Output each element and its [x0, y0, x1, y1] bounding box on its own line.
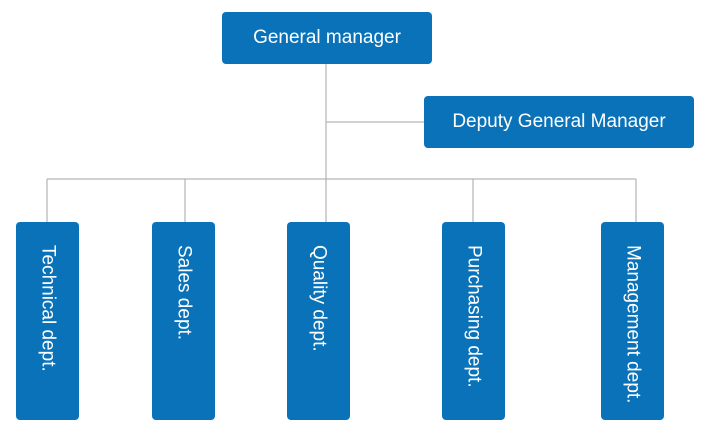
general-manager-box: General manager — [222, 12, 432, 64]
management-dept-box: Management dept. — [601, 222, 664, 420]
deputy-general-manager-box: Deputy General Manager — [424, 96, 694, 148]
quality-dept-label: Quality dept. — [308, 245, 330, 352]
quality-dept-box: Quality dept. — [287, 222, 350, 420]
technical-dept-box: Technical dept. — [16, 222, 79, 420]
purchasing-dept-label: Purchasing dept. — [463, 245, 485, 388]
technical-dept-label: Technical dept. — [37, 245, 59, 372]
general-manager-label: General manager — [253, 27, 401, 48]
sales-dept-box: Sales dept. — [152, 222, 215, 420]
sales-dept-label: Sales dept. — [173, 245, 195, 341]
deputy-general-manager-label: Deputy General Manager — [452, 111, 666, 132]
purchasing-dept-box: Purchasing dept. — [442, 222, 505, 420]
management-dept-label: Management dept. — [622, 245, 644, 404]
